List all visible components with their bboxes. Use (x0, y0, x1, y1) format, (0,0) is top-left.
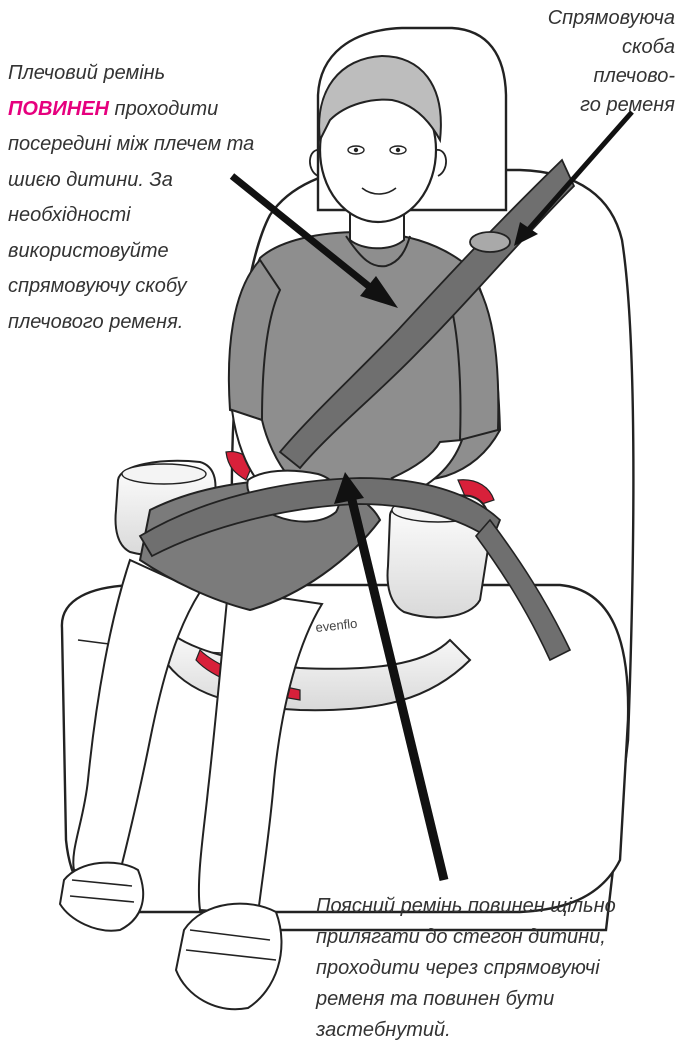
caption-line: плечово- (505, 62, 675, 91)
caption-line: посередині між плечем та (8, 127, 308, 163)
right-sandal (176, 904, 281, 1010)
caption-line: прилягати до стегон дитини, (316, 922, 676, 953)
caption-line: скоба (505, 33, 675, 62)
left-armrest-top (122, 464, 206, 484)
caption-line: необхідності (8, 198, 308, 234)
caption-line: ременя та повинен бути (316, 984, 676, 1015)
caption-line: шиєю дитини. За (8, 163, 308, 199)
belt-guide-clip (470, 232, 510, 252)
caption-line: використовуйте (8, 234, 308, 270)
caption-line: Плечовий ремінь (8, 56, 308, 92)
caption-line: го ременя (505, 91, 675, 120)
caption-lap-belt: Поясний ремінь повинен щільно прилягати … (316, 891, 676, 1046)
caption-shoulder-belt: Плечовий ремінь ПОВИНЕН проходити посере… (8, 56, 308, 340)
caption-guide-clip: Спрямовуюча скоба плечово- го ременя (505, 4, 675, 120)
caption-line: ПОВИНЕН проходити (8, 92, 308, 128)
caption-line: проходити через спрямовуючі (316, 953, 676, 984)
caption-line-rest: проходити (109, 98, 218, 120)
caption-line: Спрямовуюча (505, 4, 675, 33)
caption-line: застебнутий. (316, 1015, 676, 1046)
caption-line: плечового ременя. (8, 305, 308, 341)
warning-emphasis: ПОВИНЕН (8, 98, 109, 120)
caption-line: Поясний ремінь повинен щільно (316, 891, 676, 922)
caption-line: спрямовуючу скобу (8, 269, 308, 305)
